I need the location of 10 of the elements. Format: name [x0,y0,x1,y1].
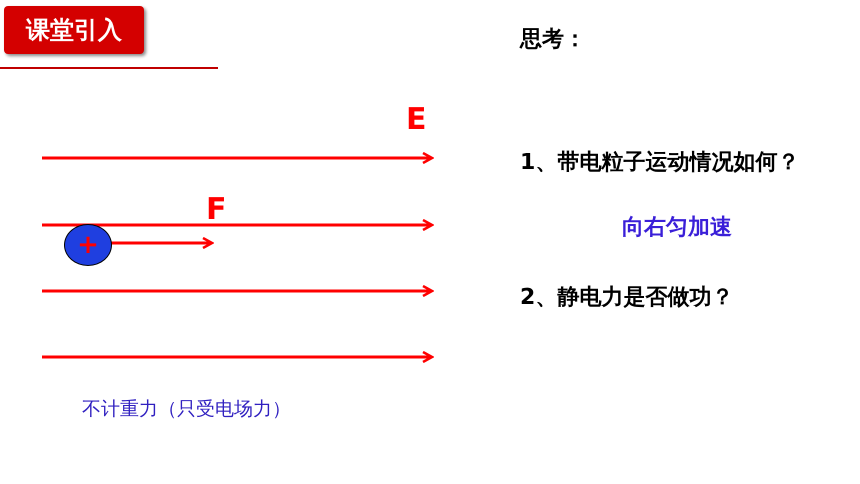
question-text: 1、带电粒子运动情况如何？ [520,149,800,177]
field-symbol: E [406,102,426,137]
question-text: 2、静电力是否做功？ [520,284,734,312]
answer-text: 向右匀加速 [622,214,732,242]
charged-particle [64,224,112,266]
section-title: 课堂引入 [4,6,144,54]
charge-sign: + [77,232,99,258]
heading-text: 思考： [520,26,586,54]
note-text: 不计重力（只受电场力） [82,397,291,422]
force-symbol: F [206,192,226,227]
